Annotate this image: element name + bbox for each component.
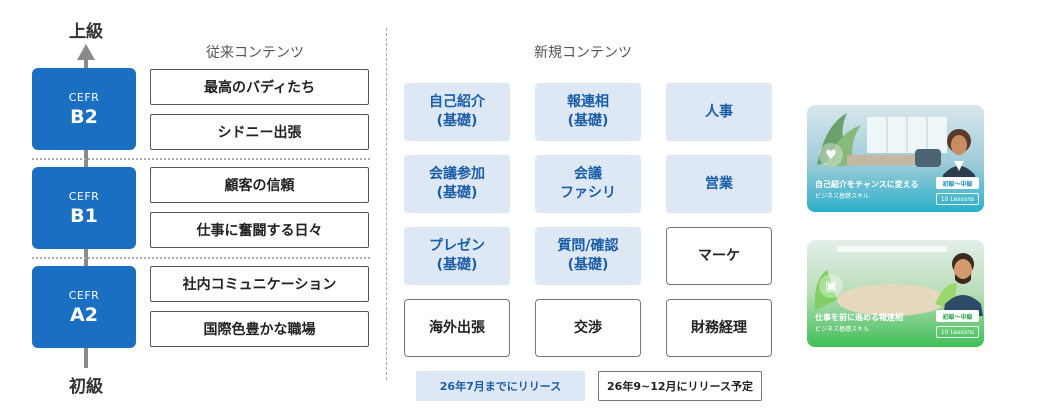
section-divider (386, 28, 387, 380)
legend-planned-sep-dec: 26年9~12月にリリース予定 (598, 371, 762, 401)
level-box-b2: CEFR B2 (32, 68, 136, 150)
level-cefr: CEFR (68, 189, 100, 203)
new-content-tile: マーケ (666, 227, 772, 285)
course-level-tag: 初級〜中級 (936, 310, 979, 322)
course-level-tag: 初級〜中級 (936, 177, 979, 189)
existing-item: 最高のバディたち (150, 69, 369, 105)
new-content-tile: 交渉 (535, 299, 641, 357)
level-code: B2 (70, 105, 98, 128)
course-lesson-count: 10 Lessons (936, 193, 979, 205)
new-content-tile: 財務経理 (666, 299, 772, 357)
new-content-tile: 営業 (666, 155, 772, 213)
course-card-title: 仕事を前に進める報連相 (815, 313, 903, 322)
new-content-title: 新規コンテンツ (534, 45, 632, 61)
level-cefr: CEFR (68, 90, 100, 104)
legend-released-by-july: 26年7月までにリリース (416, 371, 585, 401)
new-content-tile: プレゼン (基礎) (404, 227, 510, 285)
new-content-tile: 会議 ファシリ (535, 155, 641, 213)
level-divider (32, 158, 370, 160)
course-card-title: 自己紹介をチャンスに変える (815, 180, 919, 189)
axis-top-label: 上級 (69, 22, 103, 42)
existing-item: 仕事に奮闘する日々 (150, 212, 369, 248)
course-card-subtitle: ビジネス基礎スキル (815, 193, 870, 200)
level-box-a2: CEFR A2 (32, 266, 136, 348)
course-thumbnail-image (807, 240, 984, 347)
new-content-tile: 報連相 (基礎) (535, 83, 641, 141)
arrow-up-icon (77, 44, 95, 60)
new-content-tile: 人事 (666, 83, 772, 141)
course-card[interactable]: ▣ 仕事を前に進める報連相 ビジネス基礎スキル 初級〜中級 10 Lessons (807, 240, 984, 347)
new-content-tile: 自己紹介 (基礎) (404, 83, 510, 141)
course-card-subtitle: ビジネス基礎スキル (815, 326, 870, 333)
new-content-tile: 質問/確認 (基礎) (535, 227, 641, 285)
axis-bottom-label: 初級 (69, 377, 103, 397)
existing-item: 顧客の信頼 (150, 167, 369, 203)
level-cefr: CEFR (68, 288, 100, 302)
existing-item: 国際色豊かな職場 (150, 311, 369, 347)
new-content-tile: 海外出張 (404, 299, 510, 357)
level-code: B1 (70, 204, 98, 227)
level-box-b1: CEFR B1 (32, 167, 136, 249)
chat-icon: ▣ (819, 274, 843, 298)
heart-icon: ♥ (819, 143, 843, 167)
existing-item: シドニー出張 (150, 114, 369, 150)
course-lesson-count: 10 Lessons (936, 326, 979, 338)
level-divider (32, 257, 370, 259)
new-content-tile: 会議参加 (基礎) (404, 155, 510, 213)
level-code: A2 (70, 303, 98, 326)
existing-item: 社内コミュニケーション (150, 266, 369, 302)
existing-content-title: 従来コンテンツ (206, 45, 304, 61)
course-card[interactable]: ♥ 自己紹介をチャンスに変える ビジネス基礎スキル 初級〜中級 10 Lesso… (807, 105, 984, 212)
course-thumbnail-image (807, 105, 984, 212)
